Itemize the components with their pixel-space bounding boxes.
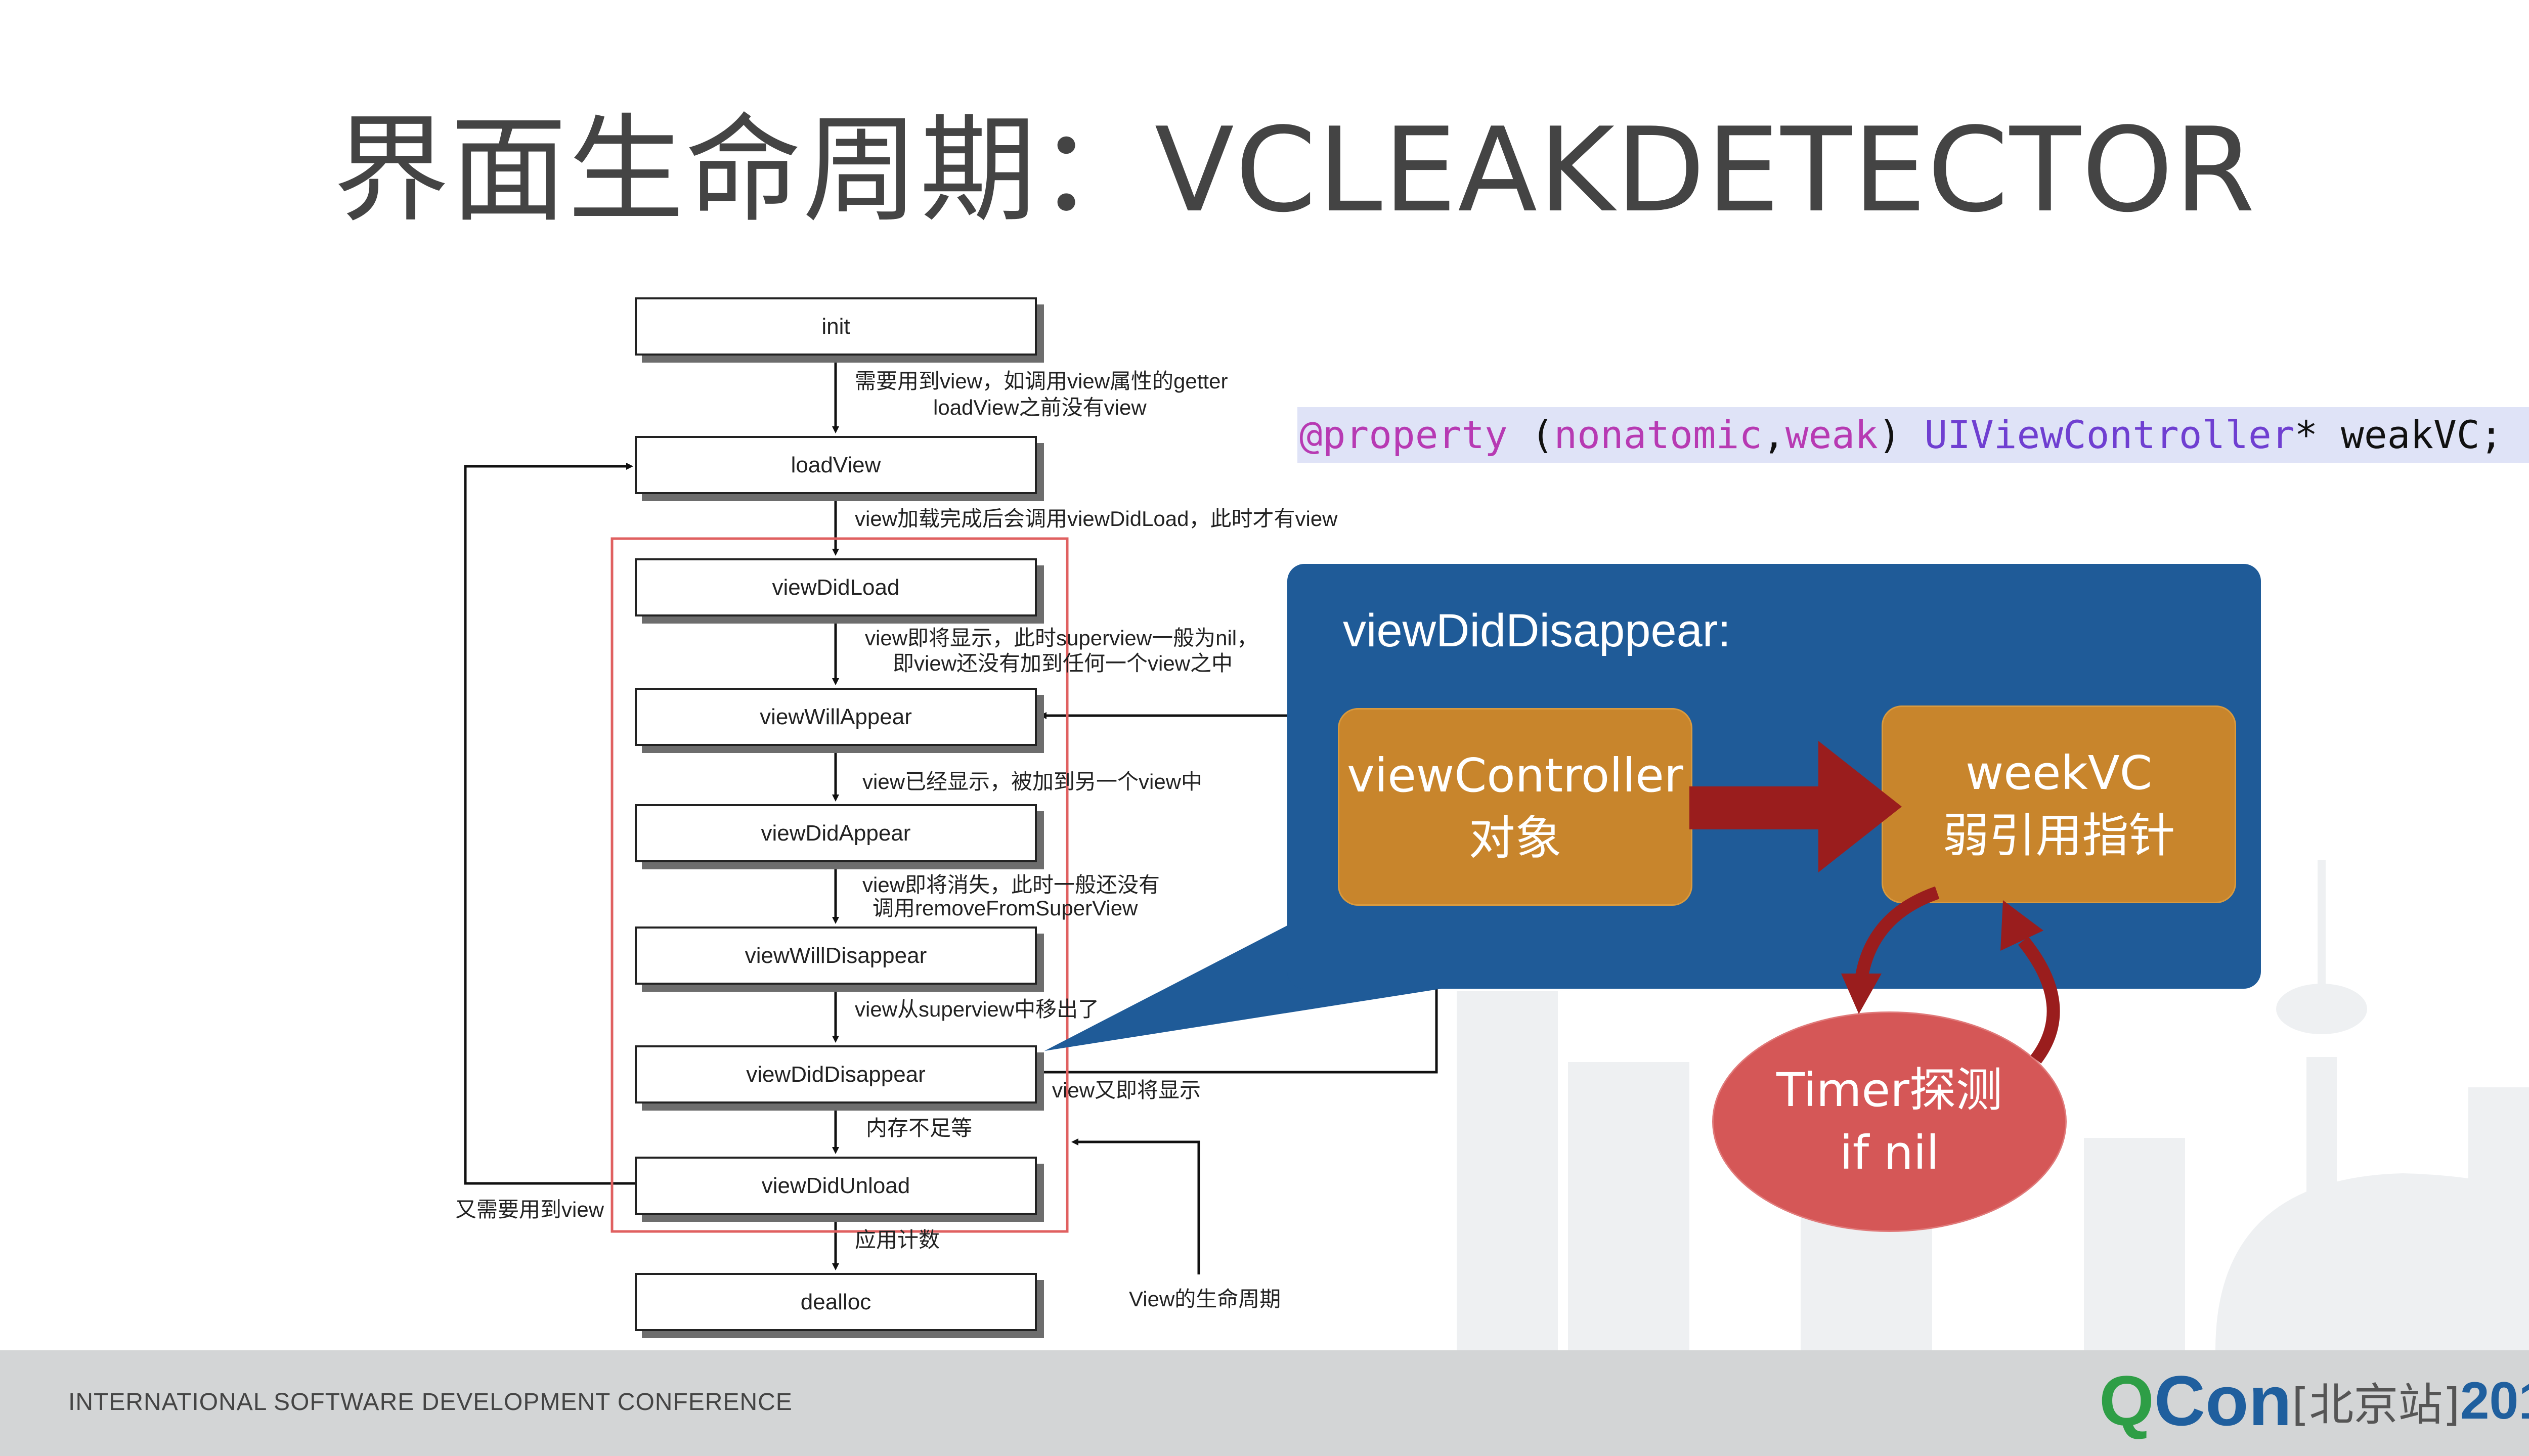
weak-pointer-box: weekVC 弱引用指针 xyxy=(1882,705,2236,903)
qcon-logo-q: Q xyxy=(2099,1361,2154,1440)
note-ref-count: 应用计数 xyxy=(855,1228,940,1252)
conference-name: INTERNATIONAL SOFTWARE DEVELOPMENT CONFE… xyxy=(68,1389,793,1416)
lifecycle-box-viewwilldisappear: viewWillDisappear xyxy=(635,926,1037,985)
slide-title: 界面生命周期：VCLEAKDETECTOR xyxy=(333,103,2256,238)
qcon-logo-site: [北京站] xyxy=(2292,1378,2460,1431)
arrow-head-up xyxy=(2000,900,2043,951)
code-keyword-property: @property xyxy=(1299,412,1508,457)
timer-line1: Timer探测 xyxy=(1776,1063,2002,1117)
code-comma: , xyxy=(1762,412,1785,457)
viewcontroller-object-box: viewController 对象 xyxy=(1338,708,1692,906)
vc-box-line2: 对象 xyxy=(1468,811,1562,865)
lifecycle-box-loadview: loadView xyxy=(635,436,1037,494)
note-lifecycle-caption: View的生命周期 xyxy=(1129,1287,1281,1311)
note-reappear: view又即将显示 xyxy=(1052,1078,1201,1102)
note-removed: view从superview中移出了 xyxy=(855,997,1100,1021)
code-paren-open: ( xyxy=(1507,412,1554,457)
weak-box-line2: 弱引用指针 xyxy=(1942,808,2175,863)
note-shown: view已经显示，被加到另一个view中 xyxy=(862,770,1203,793)
note-viewdidload: view加载完成后会调用viewDidLoad，此时才有view xyxy=(855,507,1338,531)
lifecycle-box-init: init xyxy=(635,297,1037,356)
lifecycle-box-viewwillappear: viewWillAppear xyxy=(635,688,1037,746)
code-keyword-weak: weak xyxy=(1785,412,1878,457)
note-reload: 又需要用到view xyxy=(455,1198,604,1221)
weak-box-line1: weekVC xyxy=(1966,745,2152,800)
qcon-logo: Q Con [北京站] 2017 xyxy=(2099,1361,2529,1440)
note-superview-nil: view即将显示，此时superview一般为nil， xyxy=(865,626,1258,650)
note-low-memory: 内存不足等 xyxy=(866,1116,973,1140)
timer-probe-ellipse: Timer探测 if nil xyxy=(1712,1011,2067,1232)
code-class-name: UIViewController xyxy=(1924,412,2295,457)
code-rest: * weakVC; xyxy=(2294,412,2503,457)
vc-box-line1: viewController xyxy=(1347,748,1683,803)
timer-line2: if nil xyxy=(1840,1126,1939,1180)
note-disappearing: view即将消失，此时一般还没有 xyxy=(862,873,1160,897)
panel-title: viewDidDisappear: xyxy=(1343,605,1731,656)
note-getter: 需要用到view，如调用view属性的getter xyxy=(855,369,1228,393)
lifecycle-box-viewdidappear: viewDidAppear xyxy=(635,804,1037,862)
footer-bar xyxy=(0,1350,2529,1456)
note-no-view: loadView之前没有view xyxy=(933,395,1147,419)
lifecycle-box-viewdiddisappear: viewDidDisappear xyxy=(635,1045,1037,1104)
code-paren-close: ) xyxy=(1878,412,1925,457)
code-keyword-nonatomic: nonatomic xyxy=(1554,412,1763,457)
qcon-logo-year: 2017 xyxy=(2460,1371,2529,1430)
lifecycle-box-dealloc: dealloc xyxy=(635,1273,1037,1331)
code-property-declaration: @property (nonatomic,weak) UIViewControl… xyxy=(1297,407,2529,463)
arrow-head-down xyxy=(1841,974,1882,1014)
lifecycle-box-viewdidload: viewDidLoad xyxy=(635,558,1037,616)
qcon-logo-con: Con xyxy=(2154,1361,2292,1440)
lifecycle-box-viewdidunload: viewDidUnload xyxy=(635,1157,1037,1215)
note-remove-superview: 调用removeFromSuperView xyxy=(873,896,1138,920)
note-not-added: 即view还没有加到任何一个view之中 xyxy=(893,651,1233,675)
